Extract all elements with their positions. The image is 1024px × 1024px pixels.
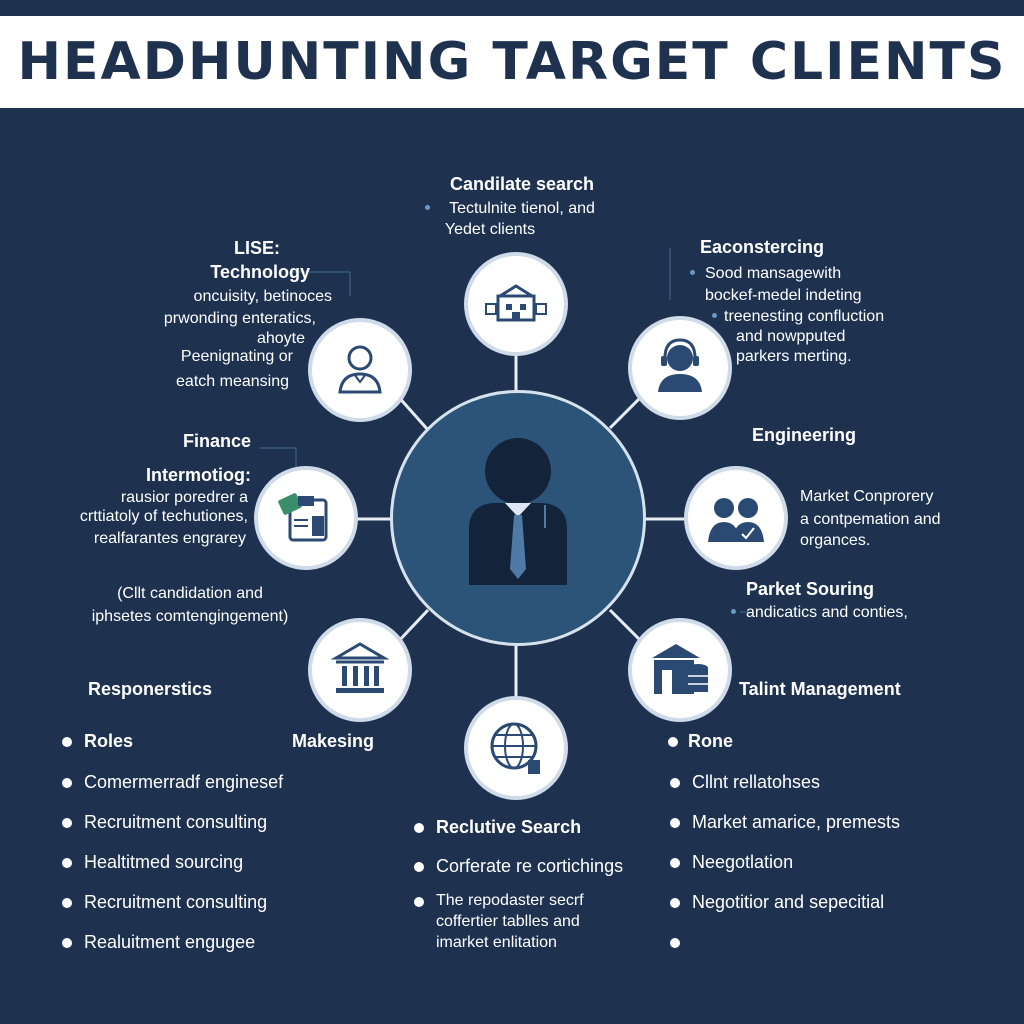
list-bullet: [670, 778, 680, 788]
list-item: Realuitment engugee: [84, 932, 256, 952]
list-bullet: [414, 823, 424, 833]
bullet-dot: [690, 270, 695, 275]
list-item: Roles: [84, 731, 134, 751]
engineering-line: organces.: [800, 532, 871, 549]
responsibilities-heading: Responerstics: [88, 679, 213, 699]
list-bullet: [670, 858, 680, 868]
technology-line: Peenignating or: [180, 348, 293, 365]
list-bullet: [62, 737, 72, 747]
eaconstercing-line: parkers merting.: [736, 348, 852, 365]
node-talent-management[interactable]: [632, 622, 728, 718]
list-bullet: [670, 898, 680, 908]
list-item: Recruitment consulting: [84, 812, 268, 832]
title-banner: HEADHUNTING TARGET CLIENTS: [0, 16, 1024, 108]
list-bullet: [62, 858, 72, 868]
list-bullet: [62, 938, 72, 948]
list-item-continued: coffertier tablles and: [436, 913, 580, 930]
technology-line: prwonding enteratics,: [163, 310, 316, 327]
bank-columns-icon: [330, 642, 390, 693]
list-item: Healtitmed sourcing: [84, 852, 244, 872]
person-icon: [338, 345, 382, 394]
candidate-search-line: Yedet clients: [444, 221, 536, 238]
talent-management-heading: Talint Management: [739, 679, 901, 699]
technology-heading: Technology: [210, 262, 310, 282]
eaconstercing-line: bockef-medel indeting: [705, 287, 862, 304]
finance-note: iphsetes comtengingement): [91, 608, 289, 625]
finance-documents-icon: [278, 493, 328, 542]
eaconstercing-line: and nowpputed: [736, 328, 846, 345]
engineering-team-icon: [708, 498, 764, 542]
list-item: Rone: [688, 731, 733, 751]
finance-line: rausior poredrer a: [120, 489, 248, 506]
list-bullet: [414, 862, 424, 872]
central-hub: [390, 390, 646, 646]
node-makesing[interactable]: [312, 622, 408, 718]
list-bullet: [414, 897, 424, 907]
list-item: The repodaster secrf: [436, 892, 584, 909]
finance-line: realfarantes engrarey: [93, 530, 246, 547]
list-bullet: [62, 818, 72, 828]
technology-label-prefix: LISE:: [233, 238, 280, 258]
technology-line: oncuisity, betinoces: [193, 288, 332, 305]
list-item: Market amarice, premests: [692, 812, 901, 832]
list-item-continued: imarket enlitation: [436, 934, 557, 951]
list-item: Cllnt rellatohses: [692, 772, 821, 792]
engineering-line: a contpemation and: [800, 511, 941, 528]
node-candidate-search[interactable]: [468, 256, 564, 352]
node-technology[interactable]: [312, 322, 408, 418]
list-bullet: [670, 938, 680, 948]
list-item: Recruitment consulting: [84, 892, 268, 912]
list-bullet: [670, 818, 680, 828]
businessman-icon: [469, 438, 567, 585]
finance-note: (Cllt candidation and: [117, 585, 263, 602]
engineering-heading: Engineering: [752, 425, 857, 445]
list-item: Reclutive Search: [436, 817, 582, 837]
page-title: HEADHUNTING TARGET CLIENTS: [17, 32, 1007, 92]
office-building-icon: [485, 284, 547, 322]
technology-line: eatch meansing: [176, 373, 289, 390]
bullet-dot: [731, 609, 736, 614]
list-item: Negotitior and sepecitial: [692, 892, 885, 912]
woman-headset-icon: [658, 338, 702, 392]
finance-subheading: Intermotiog:: [146, 465, 251, 485]
list-bullet: [62, 778, 72, 788]
finance-heading: Finance: [182, 431, 251, 451]
list-item: Comermerradf enginesef: [84, 772, 284, 792]
bullet-dot: [712, 313, 717, 318]
eaconstercing-heading: Eaconstercing: [700, 237, 825, 257]
node-reclutive-search[interactable]: [468, 700, 564, 796]
candidate-search-heading: Candilate search: [449, 174, 595, 194]
makesing-heading: Makesing: [292, 731, 375, 751]
technology-line: ahoyte: [256, 330, 305, 347]
eaconstercing-line: Sood mansagewith: [705, 265, 842, 282]
list-bullet: [668, 737, 678, 747]
engineering-line: Market Conprorery: [800, 488, 934, 505]
finance-line: crttiatoly of techutiones,: [79, 508, 248, 525]
node-finance[interactable]: [258, 470, 354, 566]
bullet-dot: [425, 205, 430, 210]
storefront-database-icon: [652, 644, 708, 694]
node-eaconstercing[interactable]: [632, 320, 728, 416]
list-item: Corferate re cortichings: [436, 856, 624, 876]
list-bullet: [62, 898, 72, 908]
candidate-search-line: Tectulnite tienol, and: [449, 200, 595, 217]
parket-souring-line: andicatics and conties,: [746, 604, 908, 621]
node-engineering[interactable]: [688, 470, 784, 566]
parket-souring-heading: Parket Souring: [746, 579, 875, 599]
eaconstercing-line: treenesting confluction: [724, 308, 885, 325]
list-item: Neegotlation: [692, 852, 794, 872]
globe-icon: [490, 722, 540, 774]
